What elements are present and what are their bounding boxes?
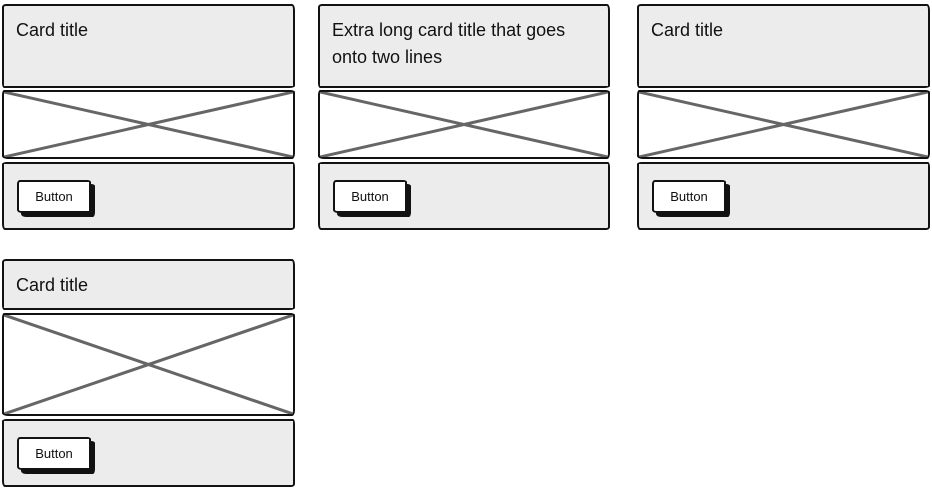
image-placeholder	[637, 90, 930, 159]
card: Card title Button	[2, 259, 295, 487]
card: Extra long card title that goes onto two…	[318, 4, 610, 230]
card-button[interactable]: Button	[17, 436, 91, 470]
image-placeholder	[2, 313, 295, 416]
card-title: Card title	[637, 4, 930, 88]
card-title: Card title	[2, 4, 295, 88]
card-title-text: Extra long card title that goes onto two…	[332, 20, 566, 67]
crossed-box-icon	[639, 92, 928, 157]
card-footer: Button	[318, 162, 610, 230]
card-title-text: Card title	[16, 275, 89, 295]
card-title-text: Card title	[651, 20, 724, 40]
card-button[interactable]: Button	[17, 179, 91, 213]
card-footer: Button	[2, 162, 295, 230]
image-placeholder	[318, 90, 610, 159]
card-footer: Button	[2, 419, 295, 487]
crossed-box-icon	[4, 315, 293, 414]
card: Card title Button	[637, 4, 930, 230]
card-title-text: Card title	[16, 20, 89, 40]
card-title: Card title	[2, 259, 295, 310]
card-footer: Button	[637, 162, 930, 230]
crossed-box-icon	[4, 92, 293, 157]
card: Card title Button	[2, 4, 295, 230]
card-button[interactable]: Button	[652, 179, 726, 213]
card-button[interactable]: Button	[333, 179, 407, 213]
crossed-box-icon	[320, 92, 608, 157]
image-placeholder	[2, 90, 295, 159]
card-title: Extra long card title that goes onto two…	[318, 4, 610, 88]
